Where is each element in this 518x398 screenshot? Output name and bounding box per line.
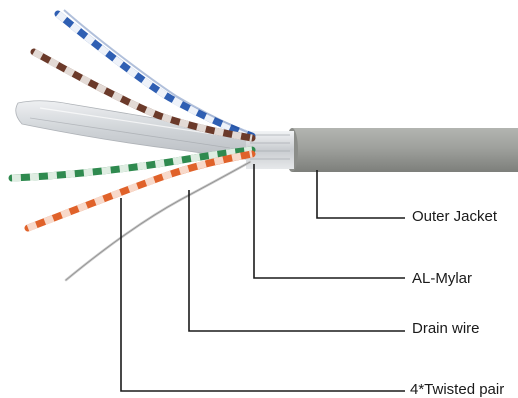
- label-drain-wire: Drain wire: [412, 320, 480, 337]
- label-al-mylar: AL-Mylar: [412, 270, 473, 287]
- orange-twisted-pair: [24, 150, 256, 232]
- brown-twisted-pair: [30, 48, 256, 142]
- leader-twisted-pairs: [120, 198, 405, 392]
- drain-wire: [64, 160, 252, 282]
- leader-drain-wire: [188, 190, 405, 332]
- outer-jacket: [286, 128, 518, 172]
- green-twisted-pair: [8, 146, 256, 182]
- leader-outer-jacket: [316, 170, 405, 219]
- label-twisted-pairs: 4*Twisted pair: [410, 381, 505, 398]
- blue-twisted-pair: [54, 9, 256, 140]
- leader-lines: [120, 164, 405, 392]
- leader-al-mylar: [253, 164, 405, 279]
- label-outer-jacket: Outer Jacket: [412, 208, 498, 225]
